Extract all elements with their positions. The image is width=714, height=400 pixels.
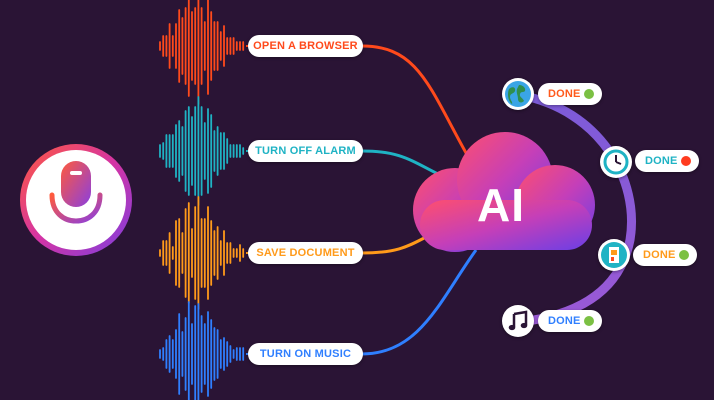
status-label: DONE [548, 315, 581, 327]
status-pill-music: DONE [538, 310, 602, 332]
status-pill-globe: DONE [538, 83, 602, 105]
status-dot [584, 89, 594, 99]
command-label: TURN OFF ALARM [255, 145, 356, 157]
waveforms [159, 0, 252, 400]
waveform-document [159, 196, 252, 310]
ai-label: AI [477, 179, 525, 231]
status-label: DONE [645, 155, 678, 167]
waveform-alarm [159, 96, 252, 206]
ai-cloud [413, 132, 595, 252]
connector-line-browser [361, 44, 472, 161]
command-pill-turn-off-alarm: TURN OFF ALARM [248, 140, 363, 162]
connector-line-alarm [361, 149, 441, 177]
globe-icon [505, 81, 531, 107]
status-label: DONE [643, 249, 676, 261]
microphone-badge [20, 144, 132, 256]
command-label: SAVE DOCUMENT [256, 247, 355, 259]
clock-task [600, 146, 632, 178]
command-pill-save-document: SAVE DOCUMENT [248, 242, 363, 264]
waveform-browser [159, 0, 252, 105]
clock-icon [603, 149, 629, 175]
document-icon [601, 242, 627, 268]
command-label: TURN ON MUSIC [259, 348, 352, 360]
command-pill-open-browser: OPEN A BROWSER [248, 35, 363, 57]
document-task [598, 239, 630, 271]
connector-line-music [361, 249, 478, 356]
status-dot [679, 250, 689, 260]
status-label: DONE [548, 88, 581, 100]
globe-task [502, 78, 534, 110]
music-note-icon [508, 310, 528, 331]
microphone-icon [49, 161, 103, 242]
waveform-music [159, 301, 252, 400]
status-dot [584, 316, 594, 326]
status-pill-document: DONE [633, 244, 697, 266]
status-pill-clock: DONE [635, 150, 699, 172]
status-dot [681, 156, 691, 166]
command-label: OPEN A BROWSER [253, 40, 358, 52]
task-arc [515, 90, 636, 327]
music-task [502, 305, 534, 337]
command-pill-turn-on-music: TURN ON MUSIC [248, 343, 363, 365]
